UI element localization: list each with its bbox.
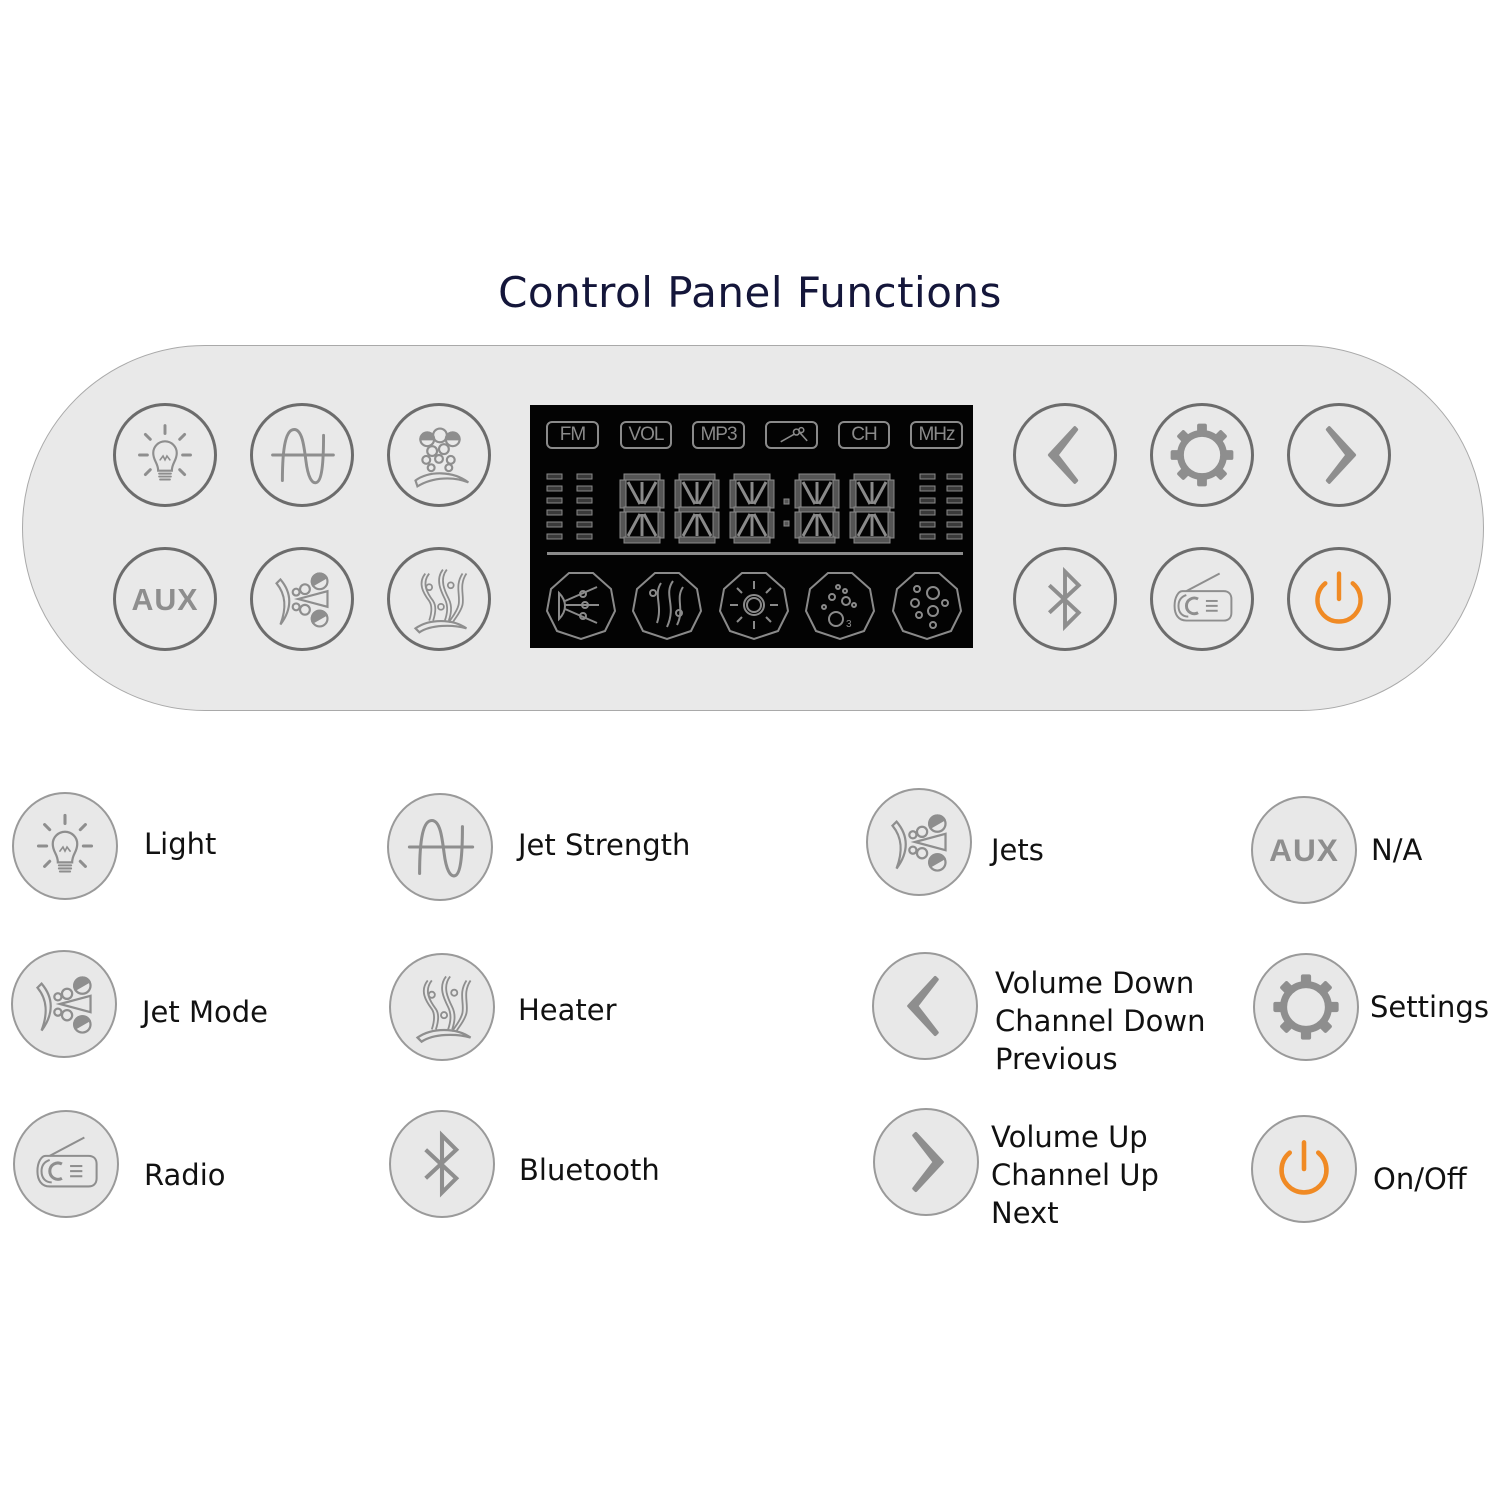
legend-label-power: On/Off	[1373, 1162, 1467, 1196]
legend-jets-icon	[866, 788, 972, 896]
legend-power-icon	[1251, 1115, 1357, 1223]
legend-label-jet-strength: Jet Strength	[518, 828, 691, 862]
legend-label-jets: Jets	[991, 833, 1044, 867]
legend-light-icon	[12, 792, 118, 900]
legend-jet-strength-icon	[387, 793, 493, 901]
legend-line: Channel Down	[995, 1004, 1206, 1038]
lcd-divider	[547, 552, 963, 555]
jet-mode-icon	[36, 973, 92, 1034]
fm-indicator: FM	[546, 421, 599, 449]
ozone-status-icon: 3	[804, 572, 876, 641]
light-bulb-icon	[138, 424, 192, 481]
legend-line: Previous	[995, 1042, 1118, 1076]
radio-icon	[35, 1135, 99, 1188]
heater-icon	[414, 568, 468, 634]
legend-settings-icon	[1253, 953, 1359, 1061]
power-button[interactable]	[1287, 547, 1391, 651]
chevron-right-icon	[1325, 426, 1357, 484]
legend-jet-mode-icon	[11, 950, 117, 1058]
jets-bubbles-icon	[891, 811, 947, 872]
legend-label-volume-up: Volume Up Channel Up Next	[991, 1118, 1159, 1232]
settings-button[interactable]	[1150, 403, 1254, 507]
legend-label-heater: Heater	[518, 993, 617, 1027]
chevron-right-icon	[912, 1131, 944, 1193]
legend-label-settings: Settings	[1370, 990, 1489, 1024]
gear-icon	[1255, 955, 1357, 1059]
chevron-left-icon	[907, 975, 939, 1037]
mp3-indicator: MP3	[692, 421, 745, 449]
jet-strength-button[interactable]	[250, 403, 354, 507]
jets-bubbles-icon	[414, 427, 470, 488]
light-button[interactable]	[113, 403, 217, 507]
radio-icon	[1173, 572, 1233, 623]
legend-label-bluetooth: Bluetooth	[519, 1153, 660, 1187]
light-bulb-icon	[36, 813, 94, 874]
heater-status-icon	[631, 572, 703, 641]
gear-icon	[1153, 406, 1251, 504]
legend-label-volume-down: Volume Down Channel Down Previous	[995, 964, 1205, 1078]
volume-up-button[interactable]	[1287, 403, 1391, 507]
svg-text:3: 3	[846, 619, 852, 630]
legend-line: Volume Down	[995, 966, 1195, 1000]
legend-label-light: Light	[144, 827, 217, 861]
bluetooth-icon	[1047, 569, 1081, 629]
light-status-icon	[718, 572, 790, 641]
jets-status-icon	[891, 572, 963, 641]
jet-mode-button[interactable]	[250, 547, 354, 651]
legend-heater-icon	[389, 953, 495, 1061]
legend-label-jet-mode: Jet Mode	[142, 995, 268, 1029]
ch-indicator: CH	[838, 421, 890, 449]
legend-aux-icon	[1251, 796, 1357, 904]
jet-mode-status-icon	[545, 572, 617, 641]
segment-digits-display	[546, 473, 963, 544]
legend-radio-icon	[13, 1110, 119, 1218]
legend-bluetooth-icon	[389, 1110, 495, 1218]
power-icon	[1253, 1117, 1355, 1221]
jet-strength-wave-icon	[407, 818, 475, 878]
bluetooth-icon	[391, 1112, 493, 1216]
chevron-left-icon	[1047, 426, 1079, 484]
legend-line: Volume Up	[991, 1120, 1148, 1154]
page-title: Control Panel Functions	[498, 268, 1002, 317]
power-icon	[1290, 550, 1388, 648]
bluetooth-button[interactable]	[1013, 547, 1117, 651]
volume-down-button[interactable]	[1013, 403, 1117, 507]
legend-label-radio: Radio	[144, 1158, 226, 1192]
lcd-display: FM VOL MP3 CH MHz	[530, 405, 973, 648]
jet-mode-icon	[275, 569, 329, 628]
aux-icon	[1269, 832, 1339, 869]
legend-line: Next	[991, 1196, 1059, 1230]
mhz-indicator: MHz	[910, 421, 963, 449]
legend-line: Channel Up	[991, 1158, 1159, 1192]
legend-volume-up-icon	[873, 1108, 979, 1216]
heater-icon	[416, 975, 472, 1043]
jets-button[interactable]	[387, 403, 491, 507]
radio-button[interactable]	[1150, 547, 1254, 651]
legend-volume-down-icon	[872, 952, 978, 1060]
vol-indicator: VOL	[620, 421, 672, 449]
legend-label-aux: N/A	[1371, 833, 1423, 867]
aux-button[interactable]	[113, 547, 217, 651]
aux-icon	[131, 582, 199, 617]
keys-lock-icon	[765, 421, 818, 449]
jet-strength-wave-icon	[271, 428, 335, 485]
heater-button[interactable]	[387, 547, 491, 651]
